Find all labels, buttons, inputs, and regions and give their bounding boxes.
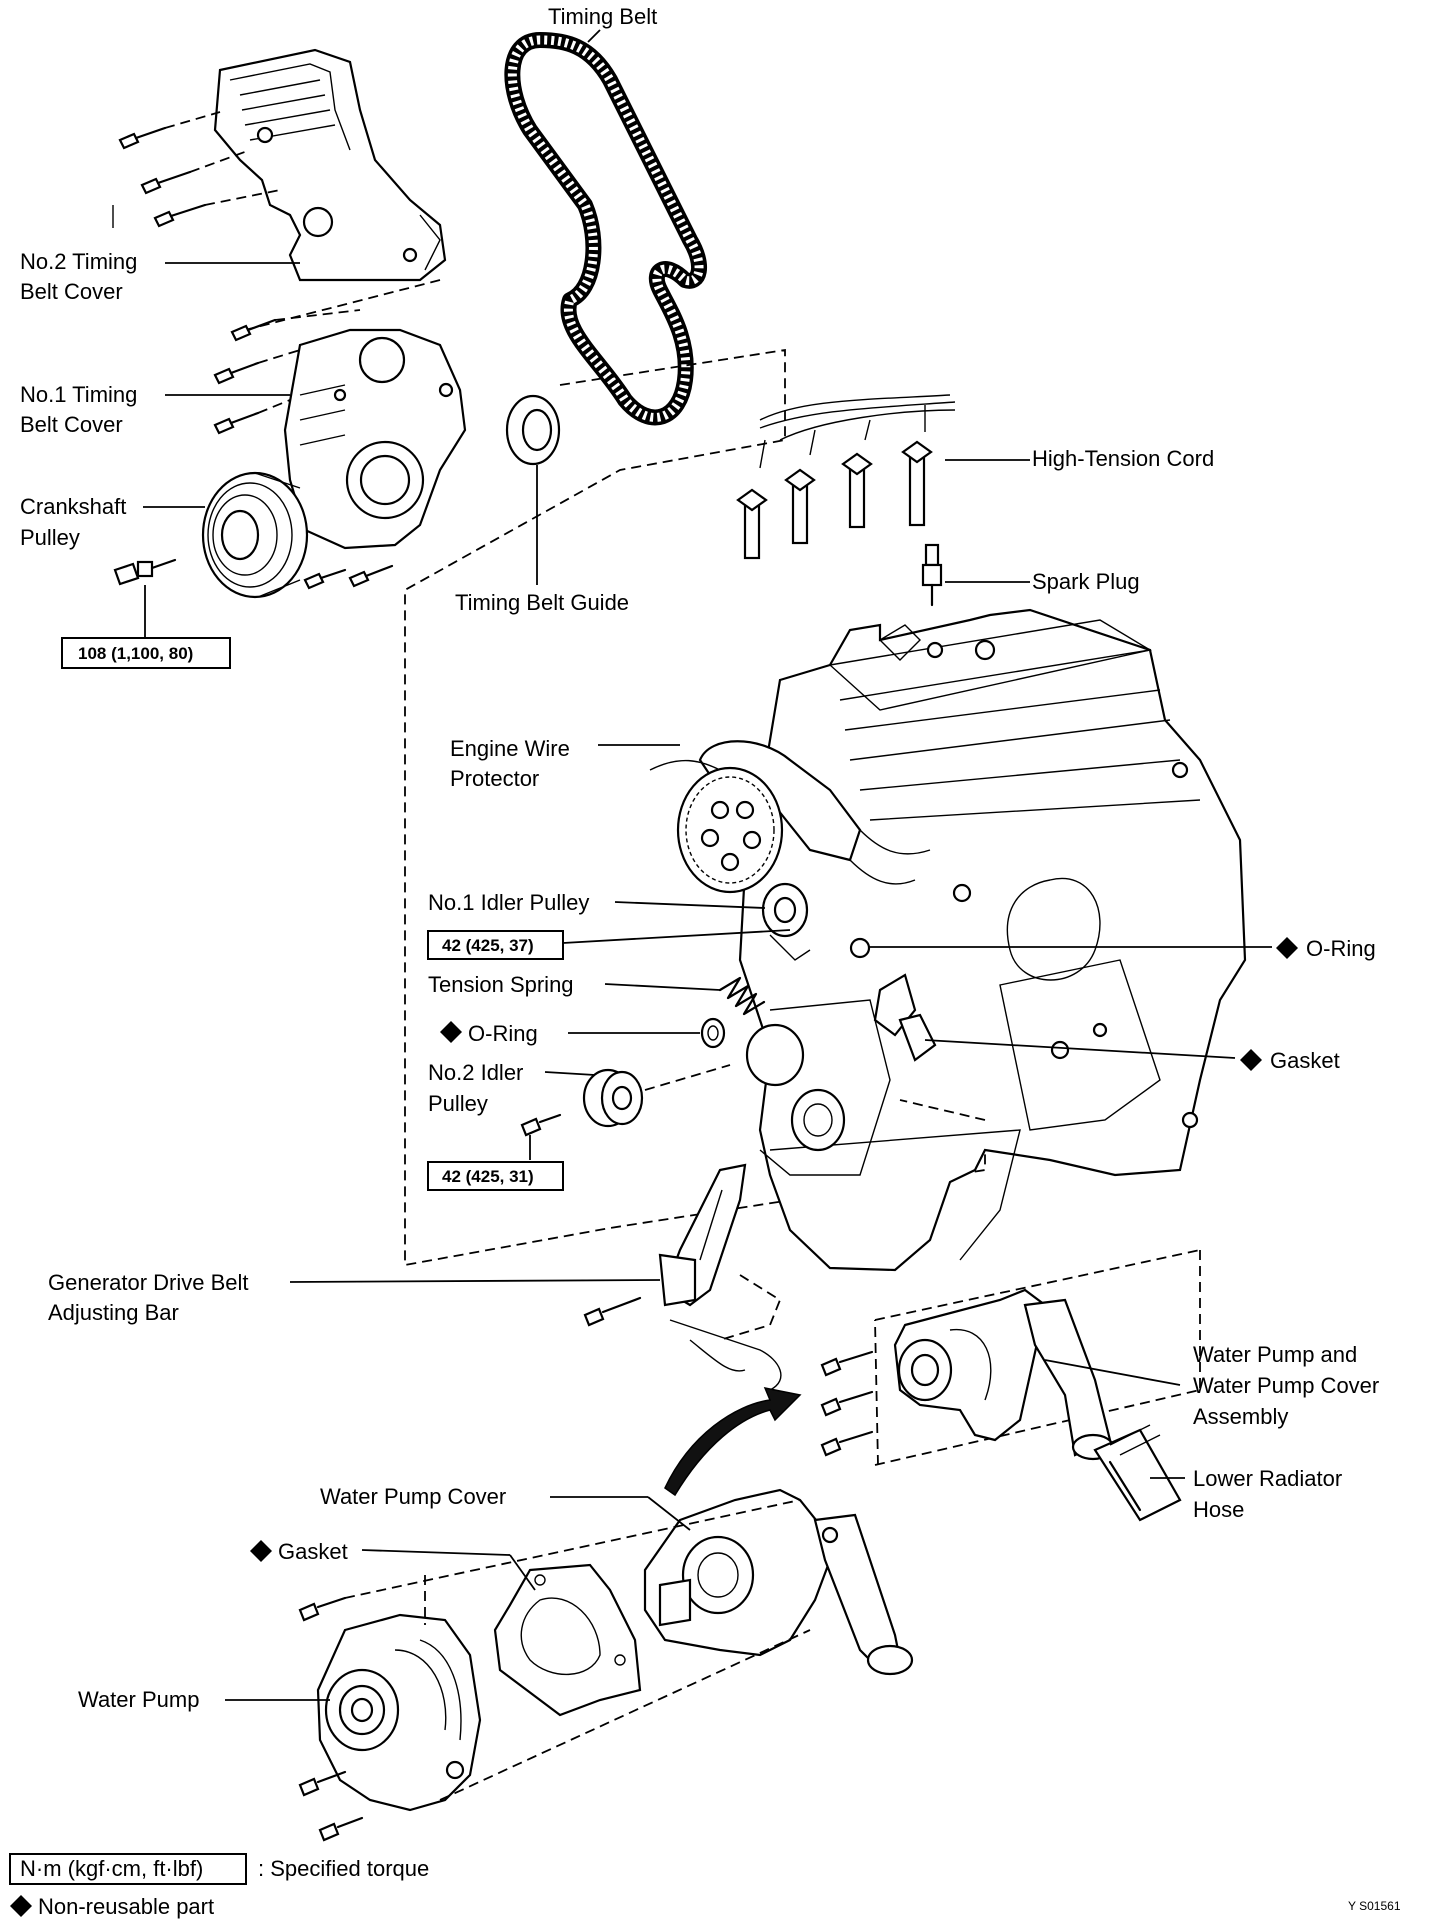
nonreusable-diamond-icon — [250, 1540, 272, 1562]
spark-plug-drawing — [921, 543, 943, 607]
label-crankshaft-pulley-line1: Crankshaft — [20, 494, 126, 519]
label-engine-wire-protector-line1: Engine Wire — [450, 736, 570, 761]
label-generator-drive-belt-adjusting-bar-line1: Generator Drive Belt — [48, 1270, 249, 1295]
assembly-direction-arrow — [664, 1386, 802, 1497]
label-timing-belt-guide: Timing Belt Guide — [455, 590, 629, 615]
o-ring-left-drawing — [700, 1017, 726, 1049]
no2-idler-pulley-drawing — [582, 1068, 644, 1128]
crankshaft-timing-pulley-drawing — [745, 999, 891, 1176]
generator-drive-belt-adjusting-bar-drawing — [658, 1163, 782, 1391]
no2-timing-belt-cover-drawing — [213, 48, 447, 282]
label-crankshaft-pulley-line2: Pulley — [20, 525, 80, 550]
tension-spring-drawing — [718, 976, 766, 1016]
torque-crank-bolt: 108 (1,100, 80) — [78, 644, 193, 663]
torque-box-no2-idler — [427, 1161, 564, 1191]
torque-no1-idler: 42 (425, 37) — [442, 936, 534, 955]
torque-box-no1-idler — [427, 930, 564, 960]
torque-specs: 108 (1,100, 80) 42 (425, 37) 42 (425, 31… — [61, 637, 564, 1191]
nonreusable-diamond-icon — [1240, 1049, 1262, 1071]
water-pump-bolts — [298, 1596, 364, 1842]
label-spark-plug: Spark Plug — [1032, 569, 1140, 594]
crankshaft-pulley-drawing — [201, 471, 309, 599]
high-tension-cord-drawing — [736, 394, 956, 560]
label-no2-idler-pulley-line1: No.2 Idler — [428, 1060, 523, 1085]
label-no2-idler-pulley-line2: Pulley — [428, 1091, 488, 1116]
camshaft-timing-pulley-drawing — [676, 766, 784, 894]
label-water-pump-assembly-line2: Water Pump Cover — [1193, 1373, 1379, 1398]
no1-idler-pulley-drawing — [761, 882, 811, 961]
legend-nonreusable: Non-reusable part — [38, 1894, 214, 1919]
label-gasket-lower: Gasket — [278, 1539, 348, 1564]
label-water-pump-assembly-line1: Water Pump and — [1193, 1342, 1357, 1367]
label-no1-timing-belt-cover-line1: No.1 Timing — [20, 382, 137, 407]
gasket-right-drawing — [873, 973, 937, 1062]
water-pump-cover-drawing — [643, 1488, 914, 1676]
figure-code: Y S01561 — [1348, 1899, 1401, 1913]
water-pump-assembly-bolts — [820, 1350, 874, 1457]
label-lower-radiator-hose-line2: Hose — [1193, 1497, 1244, 1522]
nonreusable-diamond-icon — [440, 1021, 462, 1043]
o-ring-right-drawing — [849, 883, 972, 959]
label-o-ring-left: O-Ring — [468, 1021, 538, 1046]
torque-no2-idler: 42 (425, 31) — [442, 1167, 534, 1186]
label-no1-timing-belt-cover-line2: Belt Cover — [20, 412, 123, 437]
timing-belt-guide-drawing — [505, 394, 561, 466]
no1-timing-belt-cover-drawing — [283, 328, 467, 550]
water-pump-drawing — [316, 1613, 482, 1812]
engine-block-drawing — [738, 608, 1247, 1272]
nonreusable-diamond-icon — [10, 1895, 32, 1917]
lower-radiator-hose-drawing — [1093, 1424, 1182, 1522]
label-no1-idler-pulley: No.1 Idler Pulley — [428, 890, 589, 915]
no1-cover-bolts — [213, 318, 394, 590]
water-pump-assembly-drawing — [893, 1288, 1115, 1461]
generator-bar-bolt — [583, 1296, 642, 1327]
label-o-ring-right: O-Ring — [1306, 936, 1376, 961]
legend-torque-unit: N·m (kgf·cm, ft·lbf) — [20, 1856, 203, 1881]
label-water-pump-cover: Water Pump Cover — [320, 1484, 506, 1509]
label-engine-wire-protector-line2: Protector — [450, 766, 539, 791]
label-no2-timing-belt-cover-line1: No.2 Timing — [20, 249, 137, 274]
gasket-lower-drawing — [493, 1563, 642, 1717]
label-tension-spring: Tension Spring — [428, 972, 574, 997]
legend-torque-desc: : Specified torque — [258, 1856, 429, 1881]
no2-cover-bolts — [118, 126, 207, 228]
callout-labels: Timing Belt No.2 Timing Belt Cover No.1 … — [20, 4, 1379, 1712]
torque-box-crank-bolt — [61, 637, 231, 669]
label-gasket-right: Gasket — [1270, 1048, 1340, 1073]
label-generator-drive-belt-adjusting-bar-line2: Adjusting Bar — [48, 1300, 179, 1325]
legend: N·m (kgf·cm, ft·lbf) : Specified torque … — [9, 1853, 429, 1919]
no2-idler-bolt — [520, 1113, 562, 1137]
label-lower-radiator-hose-line1: Lower Radiator — [1193, 1466, 1342, 1491]
label-no2-timing-belt-cover-line2: Belt Cover — [20, 279, 123, 304]
leader-lines — [143, 262, 1272, 1701]
crankshaft-pulley-bolt — [113, 558, 177, 586]
timing-belt-drawing — [504, 32, 708, 426]
legend-torque-box — [9, 1853, 247, 1885]
nonreusable-diamond-icon — [1276, 937, 1298, 959]
label-high-tension-cord: High-Tension Cord — [1032, 446, 1214, 471]
label-water-pump-assembly-line3: Assembly — [1193, 1404, 1288, 1429]
label-timing-belt: Timing Belt — [548, 4, 657, 29]
label-water-pump: Water Pump — [78, 1687, 199, 1712]
